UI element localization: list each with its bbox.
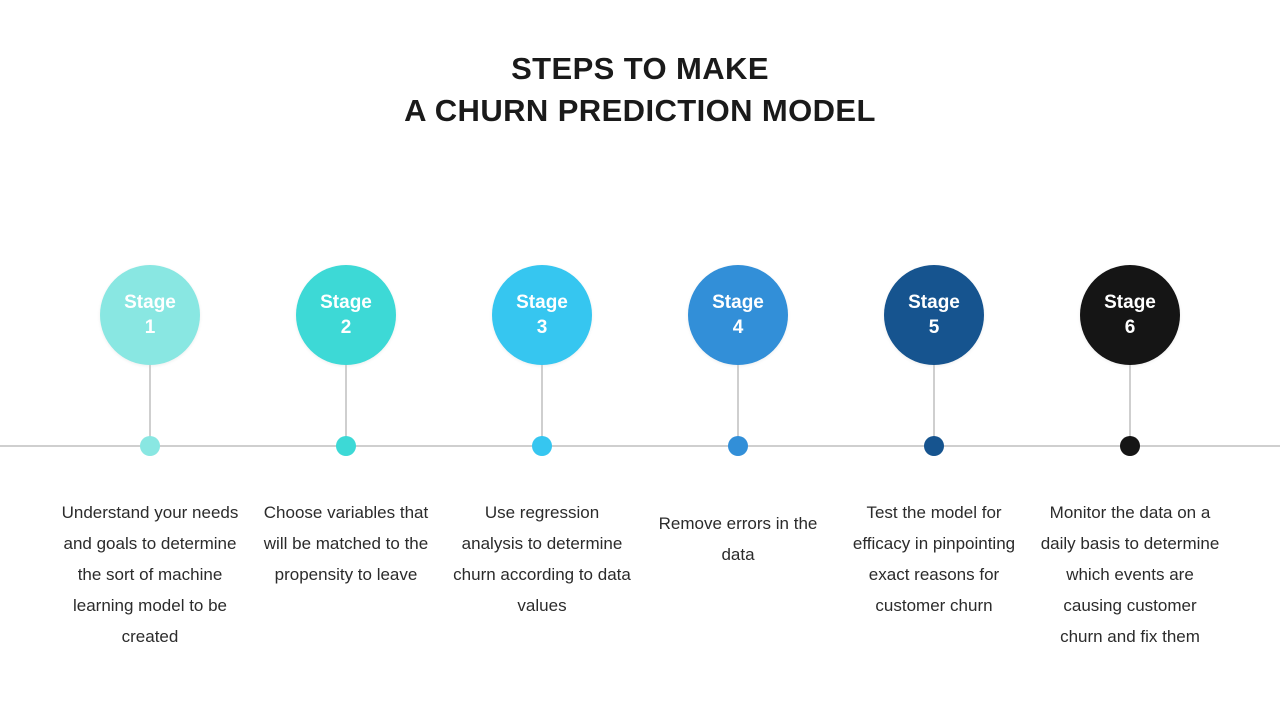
timeline-node-dot-6[interactable]: [1120, 436, 1140, 456]
stage-description-1: Understand your needs and goals to deter…: [61, 503, 239, 646]
stage-description-2: Choose variables that will be matched to…: [263, 503, 429, 584]
stage-bubble-number: 2: [340, 317, 352, 338]
timeline-node-dot-2[interactable]: [336, 436, 356, 456]
stage-bubble-5[interactable]: Stage 5: [884, 265, 984, 365]
stage-connector-line: [933, 365, 935, 446]
stage-description-4: Remove errors in the data: [658, 514, 818, 564]
stage-bubble-number: 6: [1124, 317, 1136, 338]
stage-bubble-label: Stage: [712, 292, 764, 313]
page-title-line-1: STEPS TO MAKE: [511, 51, 769, 86]
stage-bubble-label: Stage: [320, 292, 372, 313]
stage-bubble-number: 5: [928, 317, 940, 338]
stage-description-6: Monitor the data on a daily basis to det…: [1040, 503, 1220, 646]
timeline-node-dot-4[interactable]: [728, 436, 748, 456]
stage-bubble-number: 3: [536, 317, 548, 338]
stage-bubble-number: 4: [732, 317, 744, 338]
stage-description-5: Test the model for efficacy in pinpointi…: [852, 503, 1016, 615]
stage-bubble-label: Stage: [124, 292, 176, 313]
timeline-node-dot-5[interactable]: [924, 436, 944, 456]
stage-description-3: Use regression analysis to determine chu…: [453, 503, 631, 615]
stage-connector-line: [541, 365, 543, 446]
stage-bubble-number: 1: [144, 317, 156, 338]
page-title: STEPS TO MAKE A CHURN PREDICTION MODEL: [0, 48, 1280, 132]
timeline-node-dot-3[interactable]: [532, 436, 552, 456]
timeline-axis: [0, 445, 1280, 447]
stage-bubble-1[interactable]: Stage 1: [100, 265, 200, 365]
stage-connector-line: [737, 365, 739, 446]
stage-bubble-label: Stage: [1104, 292, 1156, 313]
stage-connector-line: [345, 365, 347, 446]
stage-bubble-4[interactable]: Stage 4: [688, 265, 788, 365]
page-title-line-2: A CHURN PREDICTION MODEL: [404, 93, 876, 128]
stage-bubble-label: Stage: [516, 292, 568, 313]
stage-bubble-label: Stage: [908, 292, 960, 313]
stage-bubble-3[interactable]: Stage 3: [492, 265, 592, 365]
stage-connector-line: [149, 365, 151, 446]
timeline-node-dot-1[interactable]: [140, 436, 160, 456]
stage-connector-line: [1129, 365, 1131, 446]
stage-bubble-6[interactable]: Stage 6: [1080, 265, 1180, 365]
stage-bubble-2[interactable]: Stage 2: [296, 265, 396, 365]
